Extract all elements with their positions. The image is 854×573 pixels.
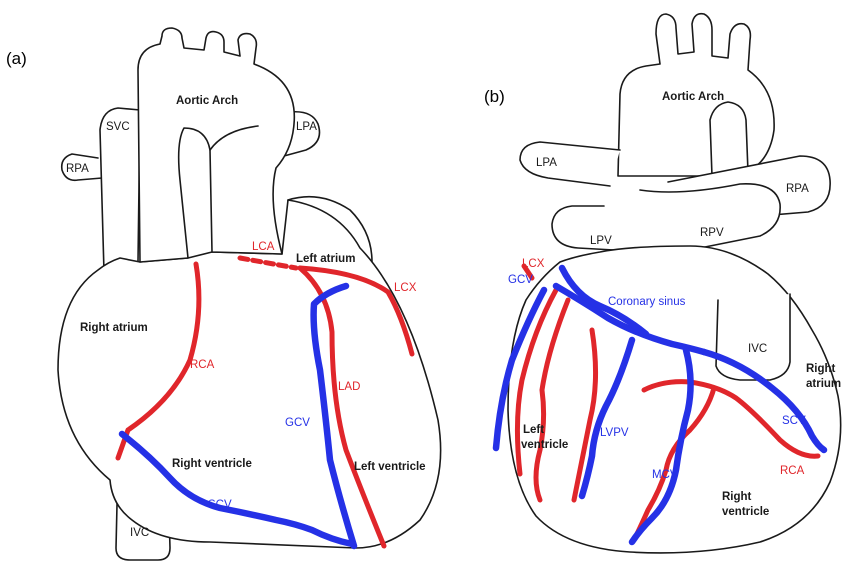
scv-a-label: SCV (208, 499, 232, 511)
left-atrium-a-label: Left atrium (296, 253, 355, 265)
lpv-b-label: LPV (590, 235, 612, 247)
right-ventricle-b-label-1: Right (722, 491, 752, 503)
ivc-b-outline (716, 294, 790, 380)
svc-a-label: SVC (106, 121, 130, 133)
rpv-b-label: RPV (700, 227, 724, 239)
left-ventricle-b-label-1: Left (523, 424, 544, 436)
gcv-a-label: GCV (285, 417, 310, 429)
rpa-a-label: RPA (66, 163, 89, 175)
lpa-a-label: LPA (296, 121, 317, 133)
lcx-a-label: LCX (394, 282, 417, 294)
rca-a-label: RCA (190, 359, 215, 371)
mcv-b-label: MCV (652, 469, 678, 481)
panel-a: (a) Aortic Arch SVC RPA LPA LCA Left atr… (6, 28, 441, 560)
panel-b: (b) Aortic Arch LPA RPA LPV (484, 14, 841, 553)
panel-a-label: (a) (6, 49, 27, 68)
right-atrium-a-label: Right atrium (80, 322, 148, 334)
right-ventricle-a-label: Right ventricle (172, 458, 252, 470)
gcv-b-label: GCV (508, 274, 533, 286)
aortic-arch-a-label: Aortic Arch (176, 95, 238, 107)
ivc-b-label: IVC (748, 343, 767, 355)
scv-b-label: SCV (782, 415, 806, 427)
coronary-sinus-b-label: Coronary sinus (608, 296, 686, 308)
lcx-b-label: LCX (522, 258, 545, 270)
right-atrium-b-label-1: Right (806, 363, 836, 375)
lpa-b-label: LPA (536, 157, 557, 169)
aorta-a-outline (138, 28, 294, 262)
left-ventricle-b-label-2: ventricle (521, 439, 568, 451)
panel-b-label: (b) (484, 87, 505, 106)
lpa-b-outline (520, 142, 620, 186)
rpa-b-label: RPA (786, 183, 809, 195)
lca-a-label: LCA (252, 241, 275, 253)
lvpv-b-label: LVPV (600, 427, 629, 439)
right-atrium-b-label-2: atrium (806, 378, 841, 390)
rpv-b-outline (640, 184, 780, 250)
left-ventricle-a-label: Left ventricle (354, 461, 426, 473)
lad-a-label: LAD (338, 381, 360, 393)
heart-b-body (508, 246, 841, 553)
rca-b-label: RCA (780, 465, 805, 477)
aortic-arch-b-label: Aortic Arch (662, 91, 724, 103)
right-ventricle-b-label-2: ventricle (722, 506, 769, 518)
ivc-a-label: IVC (130, 527, 149, 539)
